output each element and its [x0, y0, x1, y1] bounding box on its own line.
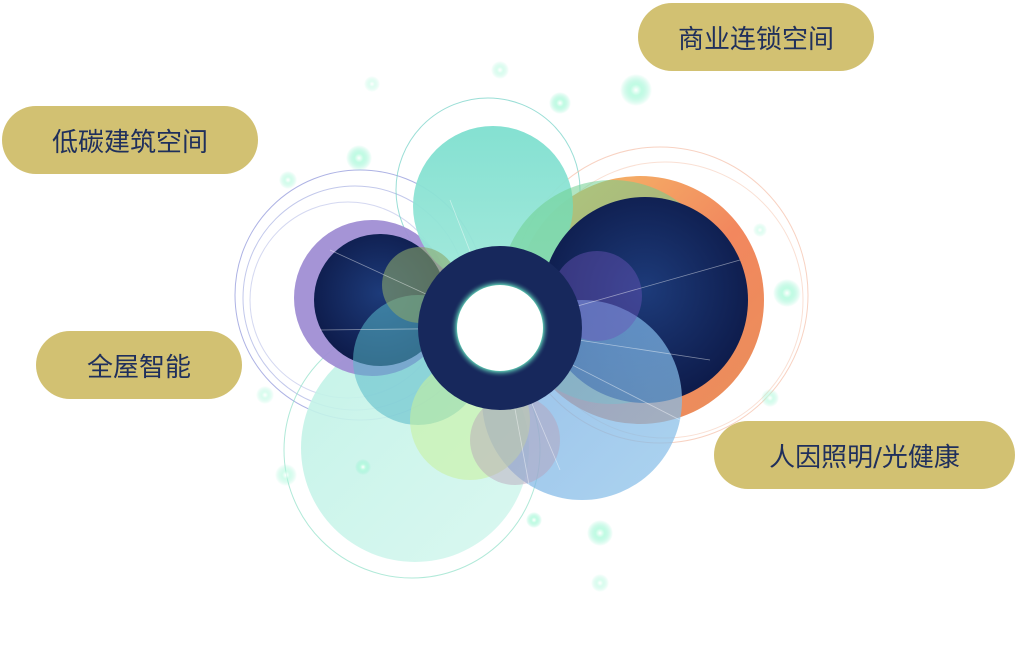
glow-dot-icon [549, 92, 571, 114]
center-hub [418, 246, 582, 410]
glow-dot-icon [275, 464, 297, 486]
label-commercial-chain-space[interactable]: 商业连锁空间 [638, 3, 874, 71]
label-whole-house-smart[interactable]: 全屋智能 [36, 331, 242, 399]
label-low-carbon-building-space[interactable]: 低碳建筑空间 [2, 106, 258, 174]
glow-dot-icon [364, 76, 380, 92]
label-text: 低碳建筑空间 [51, 127, 208, 158]
label-text: 人因照明/光健康 [769, 442, 960, 473]
glow-dot-icon [591, 574, 609, 592]
glow-dot-icon [355, 459, 371, 475]
glow-dot-icon [620, 74, 652, 106]
label-human-centric-lighting[interactable]: 人因照明/光健康 [714, 421, 1015, 489]
glow-dot-icon [526, 512, 542, 528]
glow-dot-icon [761, 389, 779, 407]
label-text: 商业连锁空间 [677, 24, 834, 55]
glow-dots [256, 61, 801, 592]
label-text: 全屋智能 [86, 352, 191, 383]
mauve-circle [470, 395, 560, 485]
glow-dot-icon [256, 386, 274, 404]
glow-dot-icon [773, 279, 801, 307]
glow-dot-icon [587, 520, 613, 546]
glow-dot-icon [346, 145, 372, 171]
glow-dot-icon [491, 61, 509, 79]
glow-dot-icon [753, 223, 767, 237]
glow-dot-icon [279, 171, 297, 189]
